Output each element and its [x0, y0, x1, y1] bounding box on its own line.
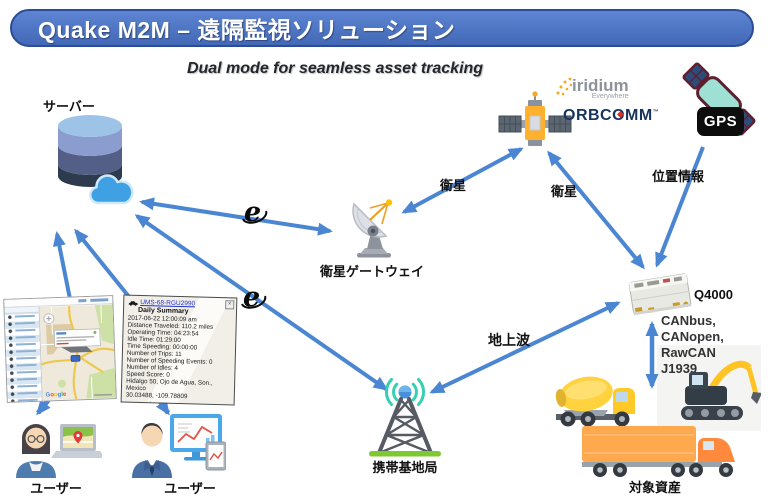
- title-banner: Quake M2M – 遠隔監視ソリューション: [10, 9, 754, 47]
- location-edge-label: 位置情報: [652, 169, 705, 184]
- excavator-icon: [655, 348, 762, 433]
- satellite-dish-icon: [342, 196, 406, 265]
- user-right-icon: [132, 412, 227, 483]
- user-left-icon: [14, 416, 105, 483]
- q4000-device-icon: [624, 268, 696, 325]
- close-icon[interactable]: ×: [225, 300, 235, 310]
- internet-explorer-icon: e: [240, 197, 268, 231]
- iridium-logo: iridium Everywhere: [556, 77, 629, 100]
- titlebar-links: [90, 298, 109, 302]
- iridium-dots-icon: [556, 77, 572, 96]
- satellite-left-edge-label: 衛星: [440, 178, 467, 193]
- map-view[interactable]: [39, 304, 116, 401]
- user-right-label: ユーザー: [164, 481, 216, 496]
- vehicle-icon: [128, 300, 138, 306]
- vehicle-link[interactable]: UMS-68-RGU2990: [140, 298, 196, 308]
- arrow-device-tower: [429, 301, 621, 394]
- mixer-truck-icon: [552, 370, 647, 433]
- iridium-everywhere: Everywhere: [591, 93, 629, 100]
- page-title: Quake M2M – 遠隔監視ソリューション: [38, 17, 456, 43]
- gps-badge: GPS: [697, 107, 744, 136]
- arrow-gateway-satellite: [401, 147, 524, 214]
- ie-orbit-ring: [242, 210, 268, 224]
- satellite-right-edge-label: 衛星: [551, 184, 578, 199]
- vehicle-list-sidebar[interactable]: [4, 306, 43, 402]
- cell-tower-icon: [350, 376, 460, 465]
- iridium-wordmark: iridium: [572, 76, 629, 95]
- user-left-label: ユーザー: [30, 481, 82, 496]
- titlebar-links: [78, 299, 87, 302]
- arrow-gps-device: [655, 146, 705, 268]
- daily-summary-window: × UMS-68-RGU2990 Daily Summary 2017-06-2…: [120, 294, 238, 406]
- internet-explorer-icon: e: [239, 282, 267, 316]
- ie-orbit-ring: [241, 295, 267, 309]
- device-label: Q4000: [694, 287, 734, 302]
- semi-truck-icon: [580, 424, 748, 485]
- assets-label: 対象資産: [628, 480, 681, 495]
- map-window: Google: [3, 295, 117, 403]
- arrow-gateway-server: [139, 197, 333, 236]
- orbcomm-logo: ORBCOMM™: [563, 107, 660, 124]
- satellite-icon: [497, 90, 573, 159]
- google-logo: Google: [45, 391, 67, 399]
- terrestrial-edge-label: 地上波: [488, 332, 530, 348]
- cloud-icon: [88, 170, 136, 213]
- arrow-sumwin-server: [74, 228, 132, 300]
- arrow-mapwin-server: [52, 231, 72, 300]
- tower-label: 携帯基地局: [372, 460, 438, 475]
- gateway-label: 衛星ゲートウェイ: [319, 264, 424, 279]
- server-label: サーバー: [43, 99, 95, 114]
- page-subtitle: Dual mode for seamless asset tracking: [186, 60, 484, 77]
- arrow-device-satellite: [547, 150, 645, 270]
